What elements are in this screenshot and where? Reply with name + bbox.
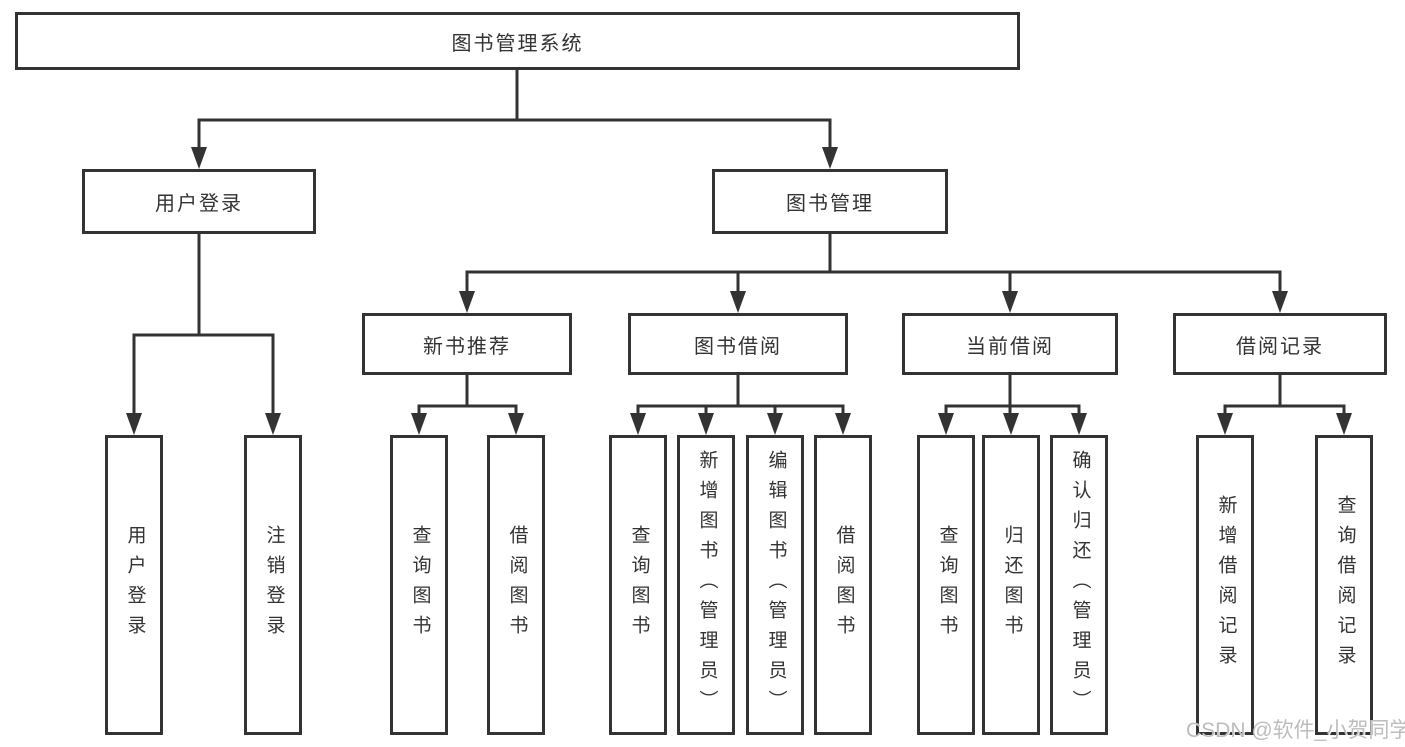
node-current-borrowing-label: 当前借阅 <box>966 335 1054 358</box>
leaf-add-books-admin: 新增图书（管理员） <box>677 435 735 735</box>
leaf-query-books-borrowing-label: 查询图书 <box>628 525 650 645</box>
node-root-label: 图书管理系统 <box>451 32 584 55</box>
arrowheads-bookborrow-to-leaves <box>630 413 851 435</box>
node-borrowing-records-label: 借阅记录 <box>1236 335 1324 358</box>
connector-borrowrecords-to-leaves <box>1223 375 1346 416</box>
leaf-confirm-return-admin-label: 确认归还（管理员） <box>1069 450 1091 720</box>
arrowheads-currentborrow-to-leaves <box>938 413 1087 435</box>
leaf-query-books-recommend: 查询图书 <box>390 435 448 735</box>
leaf-confirm-return-admin: 确认归还（管理员） <box>1050 435 1108 735</box>
node-borrowing-records: 借阅记录 <box>1173 313 1387 375</box>
connector-root-to-level2 <box>197 70 832 150</box>
arrowheads-borrowrecords-to-leaves <box>1217 413 1352 435</box>
leaf-query-borrow-record: 查询借阅记录 <box>1315 435 1373 735</box>
arrowheads-bookmgmt-to-level3 <box>459 291 1288 313</box>
node-book-management: 图书管理 <box>712 169 948 234</box>
leaf-borrow-books-recommend: 借阅图书 <box>487 435 545 735</box>
leaf-borrow-books-borrowing-label: 借阅图书 <box>833 525 855 645</box>
node-book-management-label: 图书管理 <box>786 193 874 215</box>
leaf-query-books-current-label: 查询图书 <box>936 525 958 645</box>
arrowheads-newbookrec-to-leaves <box>411 413 524 435</box>
leaf-borrow-books-borrowing: 借阅图书 <box>814 435 872 735</box>
node-book-borrowing: 图书借阅 <box>628 313 848 375</box>
leaf-add-books-admin-label: 新增图书（管理员） <box>696 450 718 720</box>
connector-newbookrec-to-leaves <box>417 375 518 416</box>
leaf-add-borrow-record: 新增借阅记录 <box>1196 435 1254 735</box>
leaf-query-books-current: 查询图书 <box>917 435 975 735</box>
leaf-add-borrow-record-label: 新增借阅记录 <box>1215 495 1237 675</box>
arrowheads-userlogin-to-leaves <box>126 413 281 435</box>
node-user-login-label: 用户登录 <box>155 193 243 215</box>
node-new-book-recommend-label: 新书推荐 <box>423 335 511 358</box>
connector-currentborrow-to-leaves <box>944 375 1081 416</box>
csdn-watermark: CSDN @软件_小贺同学 <box>1186 719 1405 742</box>
leaf-user-login: 用户登录 <box>105 435 163 735</box>
connector-userlogin-to-leaves <box>132 234 275 416</box>
leaf-edit-books-admin-label: 编辑图书（管理员） <box>765 450 787 720</box>
leaf-return-books-label: 归还图书 <box>1001 525 1023 645</box>
leaf-query-books-recommend-label: 查询图书 <box>409 525 431 645</box>
leaf-logout-label: 注销登录 <box>263 525 285 645</box>
node-root: 图书管理系统 <box>15 12 1020 70</box>
leaf-borrow-books-recommend-label: 借阅图书 <box>506 525 528 645</box>
node-user-login: 用户登录 <box>82 169 316 234</box>
leaf-return-books: 归还图书 <box>982 435 1040 735</box>
leaf-query-borrow-record-label: 查询借阅记录 <box>1334 495 1356 675</box>
connector-bookborrow-to-leaves <box>636 375 845 416</box>
node-book-borrowing-label: 图书借阅 <box>694 335 782 358</box>
leaf-edit-books-admin: 编辑图书（管理员） <box>746 435 804 735</box>
node-current-borrowing: 当前借阅 <box>902 313 1118 375</box>
connector-bookmgmt-to-level3 <box>465 234 1282 294</box>
node-new-book-recommend: 新书推荐 <box>362 313 572 375</box>
arrowheads-root-to-level2 <box>191 147 838 169</box>
leaf-logout: 注销登录 <box>244 435 302 735</box>
leaf-query-books-borrowing: 查询图书 <box>609 435 667 735</box>
leaf-user-login-label: 用户登录 <box>124 525 146 645</box>
